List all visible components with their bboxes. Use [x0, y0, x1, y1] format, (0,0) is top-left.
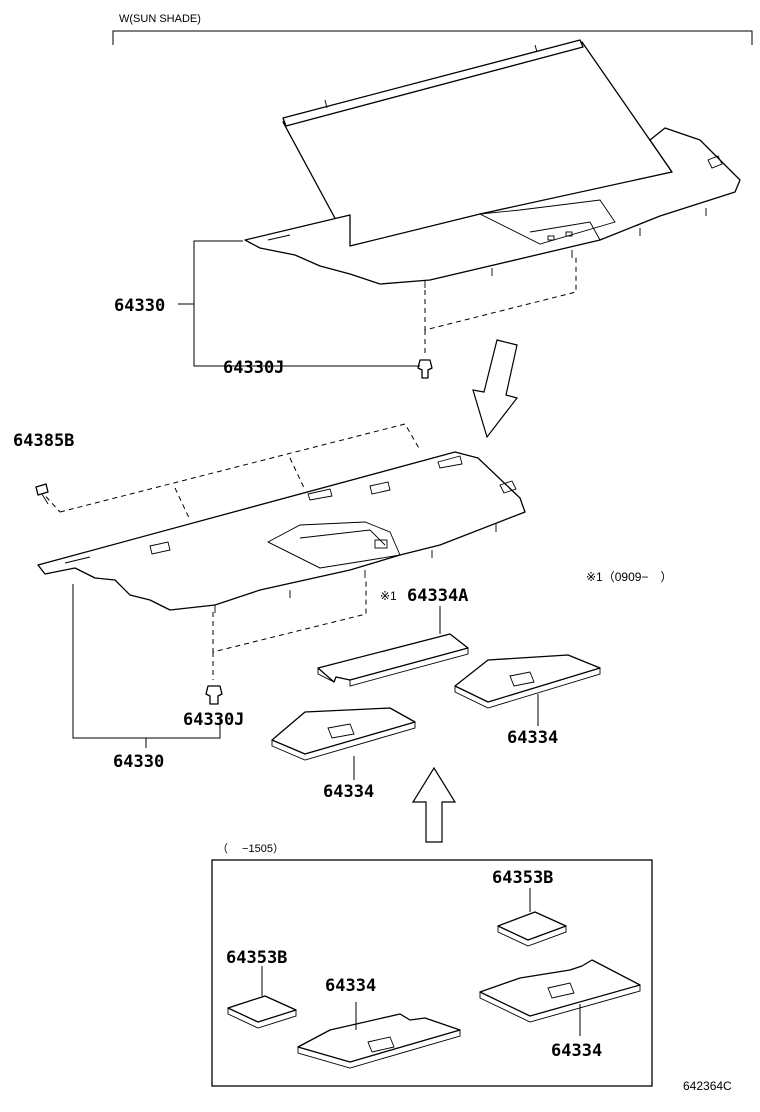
lower-clip-part-number: 64330J [183, 710, 244, 730]
lower-callouts: 64385B 64330 64330J ※1（0909− ） [13, 431, 672, 772]
lower-tray-part-number: 64330 [113, 752, 164, 772]
illustration-code: 642364C [683, 1079, 732, 1093]
upper-tray-part-number: 64330 [114, 296, 165, 316]
inset-date-range: （ −1505） [217, 842, 284, 855]
left-pad-part-number: 64334 [323, 782, 374, 802]
variant-label: W(SUN SHADE) [119, 13, 201, 25]
inset-variant: （ −1505） 64353B 64353B 64334 64334 [211, 842, 653, 1087]
transition-arrow-diagonal [472, 339, 519, 439]
inset-small-pad-right-part-number: 64353B [492, 868, 553, 888]
inset-right-pad-part-number: 64334 [551, 1041, 602, 1061]
upper-callouts: 64330 64330J [114, 240, 420, 378]
variant-header: W(SUN SHADE) [112, 13, 753, 45]
transition-arrow-up [411, 766, 457, 843]
inset-small-pad-left-part-number: 64353B [226, 948, 287, 968]
date-note: ※1（0909− ） [586, 570, 672, 584]
right-pad-part-number: 64334 [507, 728, 558, 748]
upper-clip-part-number: 64330J [223, 358, 284, 378]
lower-tray [35, 423, 526, 705]
center-pad-part-number: 64334A [407, 586, 468, 606]
screw-part-number: 64385B [13, 431, 74, 451]
lower-pads: ※1 64334A 64334 64334 [271, 586, 601, 802]
inset-left-pad-part-number: 64334 [325, 976, 376, 996]
upper-tray-with-sunshade [244, 39, 741, 379]
center-pad-note-mark: ※1 [380, 589, 397, 603]
